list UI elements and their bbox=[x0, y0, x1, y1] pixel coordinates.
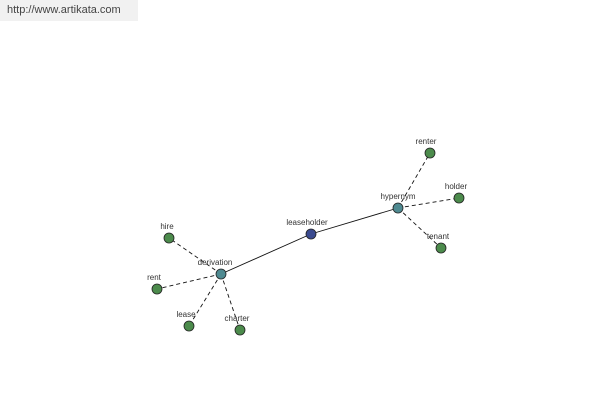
node-label-rent: rent bbox=[147, 273, 162, 282]
node-label-leaseholder: leaseholder bbox=[286, 218, 328, 227]
node-circle-hire[interactable] bbox=[163, 232, 175, 244]
edges-layer bbox=[156, 152, 460, 331]
node-circle-lease[interactable] bbox=[183, 320, 195, 332]
node-renter[interactable]: renter bbox=[416, 137, 437, 159]
node-circle-leaseholder[interactable] bbox=[305, 228, 317, 240]
node-label-derivation: derivation bbox=[198, 258, 233, 267]
edge-derivation-lease bbox=[188, 273, 222, 327]
node-derivation[interactable]: derivation bbox=[198, 258, 233, 280]
edge-leaseholder-derivation bbox=[220, 233, 312, 275]
edge-hypernym-holder bbox=[397, 197, 460, 209]
node-label-hire: hire bbox=[160, 222, 174, 231]
source-url[interactable]: http://www.artikata.com bbox=[0, 0, 138, 21]
nodes-layer: leaseholder hypernym derivation renter holde… bbox=[147, 137, 468, 336]
node-tenant[interactable]: tenant bbox=[427, 232, 450, 254]
node-circle-derivation[interactable] bbox=[215, 268, 227, 280]
edge-derivation-hire bbox=[168, 237, 222, 275]
node-circle-rent[interactable] bbox=[151, 283, 163, 295]
node-label-holder: holder bbox=[445, 182, 468, 191]
node-rent[interactable]: rent bbox=[147, 273, 163, 295]
node-circle-tenant[interactable] bbox=[435, 242, 447, 254]
node-circle-charter[interactable] bbox=[234, 324, 246, 336]
node-charter[interactable]: charter bbox=[225, 314, 250, 336]
edge-derivation-charter bbox=[220, 273, 241, 331]
node-lease[interactable]: lease bbox=[176, 310, 196, 332]
node-label-hypernym: hypernym bbox=[380, 192, 415, 201]
edge-leaseholder-hypernym bbox=[310, 207, 399, 235]
node-holder[interactable]: holder bbox=[445, 182, 468, 204]
node-circle-renter[interactable] bbox=[424, 147, 436, 159]
node-hypernym[interactable]: hypernym bbox=[380, 192, 416, 214]
node-circle-hypernym[interactable] bbox=[392, 202, 404, 214]
edge-hypernym-tenant bbox=[397, 207, 442, 249]
node-hire[interactable]: hire bbox=[160, 222, 175, 244]
node-label-charter: charter bbox=[225, 314, 250, 323]
node-label-renter: renter bbox=[416, 137, 437, 146]
edge-hypernym-renter bbox=[397, 152, 431, 209]
node-leaseholder[interactable]: leaseholder bbox=[286, 218, 328, 240]
node-circle-holder[interactable] bbox=[453, 192, 465, 204]
node-label-lease: lease bbox=[176, 310, 196, 319]
node-label-tenant: tenant bbox=[427, 232, 450, 241]
edge-derivation-rent bbox=[156, 273, 222, 290]
